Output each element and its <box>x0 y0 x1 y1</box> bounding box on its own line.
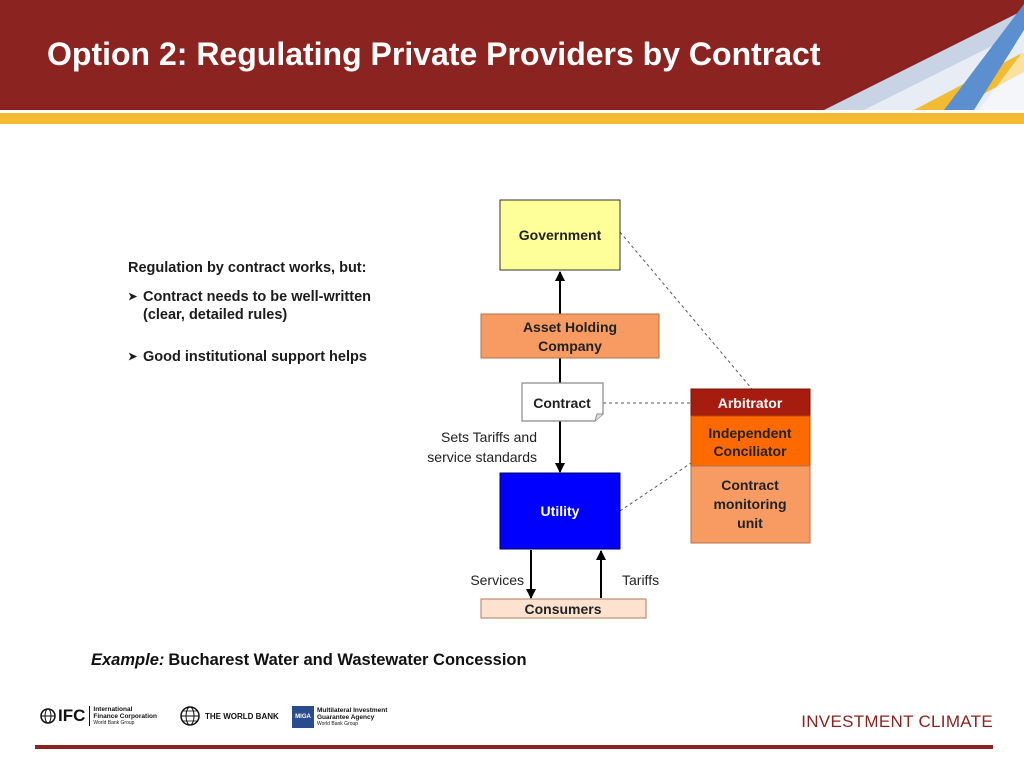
miga-name-line2: Guarantee Agency <box>317 714 375 721</box>
world-bank-text: THE WORLD BANK <box>205 711 279 721</box>
asset-holding-label-line1: Asset Holding <box>523 319 617 335</box>
miga-name-line3: World Bank Group <box>317 721 359 727</box>
arrow-bullet-icon: ➤ <box>128 351 138 363</box>
contract-label: Contract <box>533 395 591 411</box>
conciliator-box: Independent Conciliator <box>690 415 811 467</box>
ifc-logo: IFC International Finance Corporation Wo… <box>40 706 157 726</box>
sets-tariffs-label-line1: Sets Tariffs and <box>441 429 537 445</box>
utility-box: Utility <box>499 472 621 550</box>
example-label: Example: <box>91 651 165 669</box>
header-swoosh-graphic <box>824 4 1024 110</box>
footer-rule <box>35 745 993 749</box>
slide-title: Option 2: Regulating Private Providers b… <box>47 36 821 72</box>
utility-label: Utility <box>541 503 580 519</box>
asset-holding-box: Asset Holding Company <box>480 313 660 359</box>
government-box: Government <box>499 199 621 271</box>
conciliator-label-line1: Independent <box>708 425 792 441</box>
ifc-mark: IFC <box>58 706 86 725</box>
consumers-box: Consumers <box>480 598 647 619</box>
bullet-text: Contract needs to be well-written (clear… <box>143 289 371 323</box>
government-label: Government <box>519 227 602 243</box>
world-bank-globe-icon <box>180 706 200 726</box>
consumers-label: Consumers <box>524 601 601 617</box>
tariffs-label: Tariffs <box>622 572 659 588</box>
bullet-list: Regulation by contract works, but: ➤ Con… <box>128 260 403 390</box>
investment-climate-brand: INVESTMENT CLIMATE <box>801 712 993 731</box>
header-gold-rule <box>0 110 1024 124</box>
miga-mark: MIGA <box>292 706 314 728</box>
arbitrator-label: Arbitrator <box>718 395 783 411</box>
example-text: Bucharest Water and Wastewater Concessio… <box>168 651 527 669</box>
services-label: Services <box>470 572 524 588</box>
title-bar: Option 2: Regulating Private Providers b… <box>0 0 1024 110</box>
monitoring-unit-box: Contract monitoring unit <box>690 465 811 544</box>
monitoring-label-line1: Contract <box>721 477 779 493</box>
sets-tariffs-label-line2: service standards <box>427 449 537 465</box>
asset-holding-label-line2: Company <box>538 338 602 354</box>
contract-document: Contract <box>521 382 604 422</box>
bullet-item: ➤ Good institutional support helps <box>128 348 403 366</box>
monitoring-label-line2: monitoring <box>713 496 786 512</box>
ifc-name-line1: International <box>93 706 133 713</box>
miga-name-line1: Multilateral Investment <box>317 707 388 714</box>
bullet-item: ➤ Contract needs to be well-written (cle… <box>128 288 403 324</box>
conciliator-label-line2: Conciliator <box>713 443 787 459</box>
globe-icon <box>40 708 56 724</box>
monitoring-label-line3: unit <box>737 515 763 531</box>
arrow-bullet-icon: ➤ <box>128 291 138 303</box>
ifc-name-line3: World Bank Group <box>93 720 135 726</box>
example-line: Example:Bucharest Water and Wastewater C… <box>91 651 527 670</box>
arbitrator-box: Arbitrator <box>690 388 811 417</box>
miga-logo: MIGA Multilateral Investment Guarantee A… <box>292 706 387 728</box>
bullet-text: Good institutional support helps <box>143 349 367 365</box>
bullet-intro: Regulation by contract works, but: <box>128 260 367 276</box>
world-bank-logo: THE WORLD BANK <box>180 706 279 726</box>
government-arbitrator-connector <box>619 231 753 390</box>
utility-conciliator-connector <box>619 462 692 512</box>
ifc-name-line2: Finance Corporation <box>93 713 157 720</box>
